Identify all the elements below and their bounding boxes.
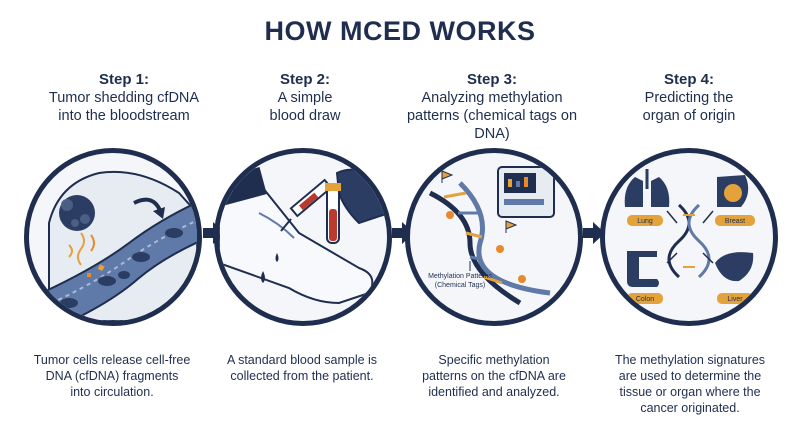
cfdna-fragment xyxy=(77,232,85,266)
step-1-heading: Tumor shedding cfDNA into the bloodstrea… xyxy=(48,90,200,124)
step-4-illustration: Lung Breast Colon Liver xyxy=(600,148,778,326)
blood-drop-icon xyxy=(275,253,279,262)
step-4-heading: Predicting the organ of origin xyxy=(642,90,736,124)
lung-icon xyxy=(624,169,670,207)
step-3-description: Specific methylation patterns on the cfD… xyxy=(422,353,566,399)
methylation-callout-line1: Methylation Patterns xyxy=(428,273,492,280)
blood-cell xyxy=(165,228,183,238)
tumor-icon xyxy=(59,195,95,231)
syringe-icon xyxy=(280,178,333,232)
step-3-header: Step 3: Analyzing methylation patterns (… xyxy=(397,70,587,143)
step-4-description: The methylation signatures are used to d… xyxy=(614,353,766,415)
gloved-hand xyxy=(335,168,387,225)
step-1-illustration xyxy=(24,148,202,326)
organ-label-colon: Colon xyxy=(636,296,654,303)
step-3-illustration: Methylation Patterns (Chemical Tags) xyxy=(405,148,583,326)
organ-label-liver: Liver xyxy=(727,296,743,303)
blood-cell xyxy=(98,276,116,286)
step-2-illustration xyxy=(214,148,392,326)
blood-cell xyxy=(118,271,130,279)
dna-helix-icon xyxy=(428,181,551,306)
methylation-callout-line2: (Chemical Tags) xyxy=(435,282,485,289)
colon-icon xyxy=(627,251,659,287)
blood-cell xyxy=(132,252,150,262)
center-dna-icon xyxy=(667,203,711,279)
liver-icon xyxy=(715,252,754,282)
step-3-number: Step 3: xyxy=(466,71,517,88)
step-2-header: Step 2: A simple blood draw xyxy=(210,70,400,125)
blood-drop-icon xyxy=(261,271,265,283)
page-title: HOW MCED WORKS xyxy=(264,16,536,46)
methylation-tag xyxy=(441,170,526,283)
step-1-number: Step 1: xyxy=(98,71,149,88)
blood-vessel xyxy=(29,201,197,321)
bloodstream-scene xyxy=(29,170,197,321)
step-4-header: Step 4: Predicting the organ of origin xyxy=(594,70,784,125)
blood-tube-icon xyxy=(325,183,341,244)
arrow-right-icon xyxy=(583,222,605,244)
step-2-description: A standard blood sample is collected fro… xyxy=(226,353,378,383)
cfdna-fragment xyxy=(90,234,95,252)
organ-label-breast: Breast xyxy=(725,218,745,225)
sleeve xyxy=(219,167,267,207)
step-2-heading: A simple blood draw xyxy=(269,90,341,124)
arrow-right-icon xyxy=(392,222,414,244)
step-2-number: Step 2: xyxy=(279,71,330,88)
blood-draw-scene xyxy=(219,167,387,305)
breast-icon xyxy=(717,175,749,207)
step-1-description: Tumor cells release cell-free DNA (cfDNA… xyxy=(33,353,191,399)
vein xyxy=(258,212,295,239)
cfdna-fragment xyxy=(68,244,73,258)
organ-label-lung: Lung xyxy=(637,218,653,225)
organ-origin-scene: Lung Breast Colon Liver xyxy=(624,169,755,304)
methylation-scene: Methylation Patterns (Chemical Tags) xyxy=(428,166,555,306)
blood-cell xyxy=(60,298,78,308)
arm xyxy=(219,181,374,305)
sequencer-machine-icon xyxy=(497,166,555,218)
step-3-heading: Analyzing methylation patterns (chemical… xyxy=(406,90,578,142)
step-4-number: Step 4: xyxy=(663,71,714,88)
step-1-header: Step 1: Tumor shedding cfDNA into the bl… xyxy=(29,70,219,125)
